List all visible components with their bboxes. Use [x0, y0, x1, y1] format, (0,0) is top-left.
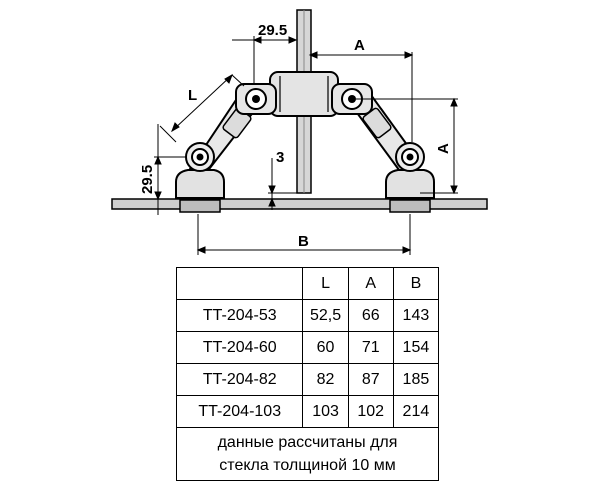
- table-note: данные рассчитаны для стекла толщиной 10…: [176, 427, 439, 481]
- header-cell: [175, 267, 304, 300]
- dim-b-label: B: [298, 233, 309, 250]
- right-base-fitting: [385, 142, 435, 213]
- dim-glass-gap-label: 3: [276, 149, 284, 166]
- header-cell: B: [392, 267, 440, 300]
- dim-top-offset-label: 29.5: [258, 22, 287, 39]
- note-line: стекла толщиной 10 мм: [219, 457, 396, 474]
- dim-a-vertical-label: A: [435, 143, 452, 154]
- value-cell: 87: [347, 363, 394, 396]
- table-row: TT-204-60 60 71 154: [175, 331, 440, 364]
- value-cell: 185: [392, 363, 440, 396]
- value-cell: 103: [302, 395, 349, 428]
- table-row: TT-204-82 82 87 185: [175, 363, 440, 396]
- model-cell: TT-204-82: [175, 363, 304, 396]
- value-cell: 60: [302, 331, 349, 364]
- dim-left-offset: [154, 124, 186, 215]
- value-cell: 143: [392, 299, 440, 332]
- value-cell: 82: [302, 363, 349, 396]
- left-upper-joint: [235, 83, 277, 115]
- model-cell: TT-204-103: [175, 395, 304, 428]
- value-cell: 71: [347, 331, 394, 364]
- value-cell: 66: [347, 299, 394, 332]
- dim-a-vertical: [356, 97, 458, 195]
- base-plate: [111, 198, 488, 210]
- dim-glass-gap: [268, 158, 298, 210]
- model-cell: TT-204-60: [175, 331, 304, 364]
- value-cell: 214: [392, 395, 440, 428]
- note-line: данные рассчитаны для: [217, 434, 398, 451]
- header-cell: L: [302, 267, 349, 300]
- table-row: TT-204-103 103 102 214: [175, 395, 440, 428]
- dim-b: [196, 214, 412, 255]
- dim-a-horizontal: [308, 51, 414, 142]
- dimensions-table: L A B TT-204-53 52,5 66 143 TT-204-60 60…: [175, 267, 440, 481]
- table-header-row: L A B: [175, 267, 440, 300]
- value-cell: 154: [392, 331, 440, 364]
- fitting-drawing: 29.5 L 29.5 3 A A: [111, 9, 488, 255]
- dim-l: [159, 73, 245, 143]
- table-row: TT-204-53 52,5 66 143: [175, 299, 440, 332]
- value-cell: 102: [347, 395, 394, 428]
- dim-a-horizontal-label: A: [354, 37, 365, 54]
- dim-left-offset-label: 29.5: [139, 165, 156, 194]
- center-clamp: [269, 71, 339, 117]
- header-cell: A: [347, 267, 394, 300]
- model-cell: TT-204-53: [175, 299, 304, 332]
- dim-top-offset: [232, 36, 298, 84]
- left-base-fitting: [175, 142, 225, 213]
- table-note-row: данные рассчитаны для стекла толщиной 10…: [176, 427, 439, 481]
- dim-l-label: L: [188, 87, 197, 104]
- value-cell: 52,5: [302, 299, 349, 332]
